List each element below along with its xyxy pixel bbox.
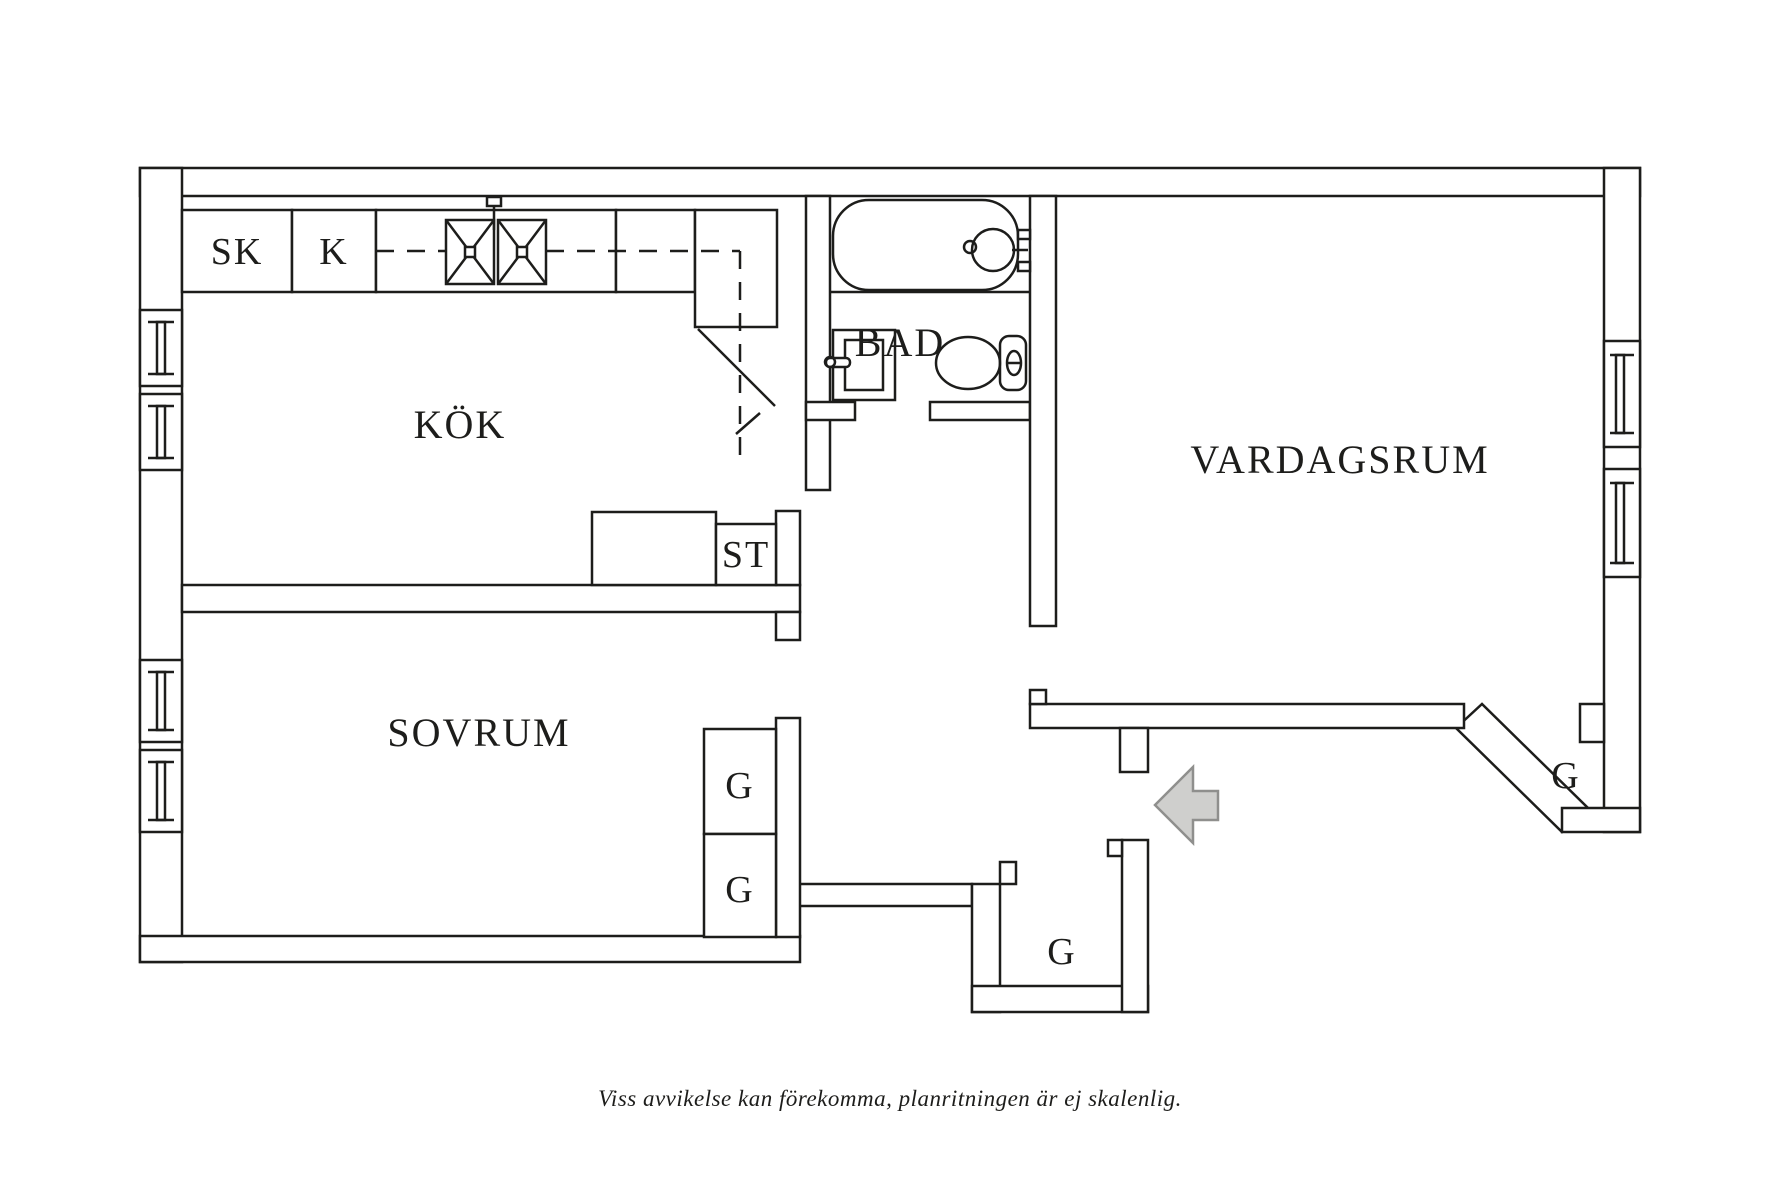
closet-label-g-entry: G — [1047, 931, 1076, 973]
window-bedroom-1-icon — [138, 658, 184, 744]
room-label-bedroom: SOVRUM — [387, 710, 570, 755]
cabinet-k-box — [290, 208, 378, 294]
closet-g-upper-box — [702, 727, 778, 836]
closet-boxes — [590, 510, 778, 939]
window-livingroom-1-icon — [1602, 339, 1642, 449]
wall-hall-south — [791, 882, 974, 908]
wall-bath-south-left — [804, 400, 857, 422]
disclaimer-caption: Viss avvikelse kan förekomma, planritnin… — [598, 1086, 1182, 1111]
closet-label-g-upper: G — [725, 765, 754, 807]
wall-livingroom-step — [1028, 688, 1048, 706]
closet-label-st: ST — [722, 534, 770, 576]
wall-hall-door-jamb — [1118, 726, 1150, 774]
wall-gcorner-jamb — [1578, 702, 1606, 744]
closet-st-box — [714, 522, 778, 587]
wall-entry-closet-right — [1120, 838, 1150, 1014]
interior-walls — [180, 194, 1606, 939]
wall-entry-jamb-left — [998, 860, 1018, 886]
door-swing-line — [697, 328, 776, 407]
window-kitchen-1-icon — [138, 308, 184, 388]
wall-st-stub — [774, 509, 802, 587]
toilet-icon — [934, 334, 1028, 392]
closet-label-k: K — [319, 231, 348, 273]
wall-livingroom-bottom — [1028, 702, 1466, 730]
washbasin-icon — [823, 328, 897, 402]
window-bedroom-2-icon — [138, 748, 184, 834]
bathtub-icon — [831, 198, 1032, 292]
room-label-bathroom: BAD — [855, 320, 945, 365]
bench-box — [590, 510, 718, 587]
window-livingroom-2-icon — [1602, 467, 1642, 579]
bathroom-fixtures — [823, 198, 1032, 402]
kitchen-tall-unit — [693, 208, 779, 329]
kitchen-faucet-icon — [485, 195, 503, 208]
door-swing-tick — [735, 412, 761, 435]
labels: SK K KÖK BAD ST SOVRUM VARDAGSRUM G G G … — [211, 231, 1580, 1111]
kitchen-sink-icon — [444, 195, 548, 286]
kitchen-fixtures — [180, 195, 779, 455]
window-kitchen-2-icon — [138, 392, 184, 472]
entry-arrow-icon — [1153, 763, 1220, 847]
wall-bath-west — [804, 194, 832, 492]
closet-label-g-lower: G — [725, 869, 754, 911]
closet-g-lower-box — [702, 832, 778, 939]
closet-label-sk: SK — [211, 231, 264, 273]
wall-kitchen-bedroom — [180, 583, 802, 614]
wall-entry-closet-bottom — [970, 984, 1150, 1014]
room-label-livingroom: VARDAGSRUM — [1190, 437, 1489, 482]
wall-top — [138, 166, 1642, 198]
cabinet-sk-box — [180, 208, 294, 294]
wall-bottom-right — [1560, 806, 1642, 834]
wall-bedroom-east-upper — [774, 610, 802, 642]
windows — [138, 308, 1642, 834]
wall-bath-south-right — [928, 400, 1032, 422]
room-label-kitchen: KÖK — [414, 402, 507, 447]
wall-livingroom-west — [1028, 194, 1058, 628]
wall-left — [138, 166, 184, 964]
closet-label-g-corner: G — [1551, 755, 1580, 797]
wall-bottom-bedroom — [138, 934, 802, 964]
wall-entry-jamb-right — [1106, 838, 1124, 858]
wall-bedroom-east — [774, 716, 802, 939]
